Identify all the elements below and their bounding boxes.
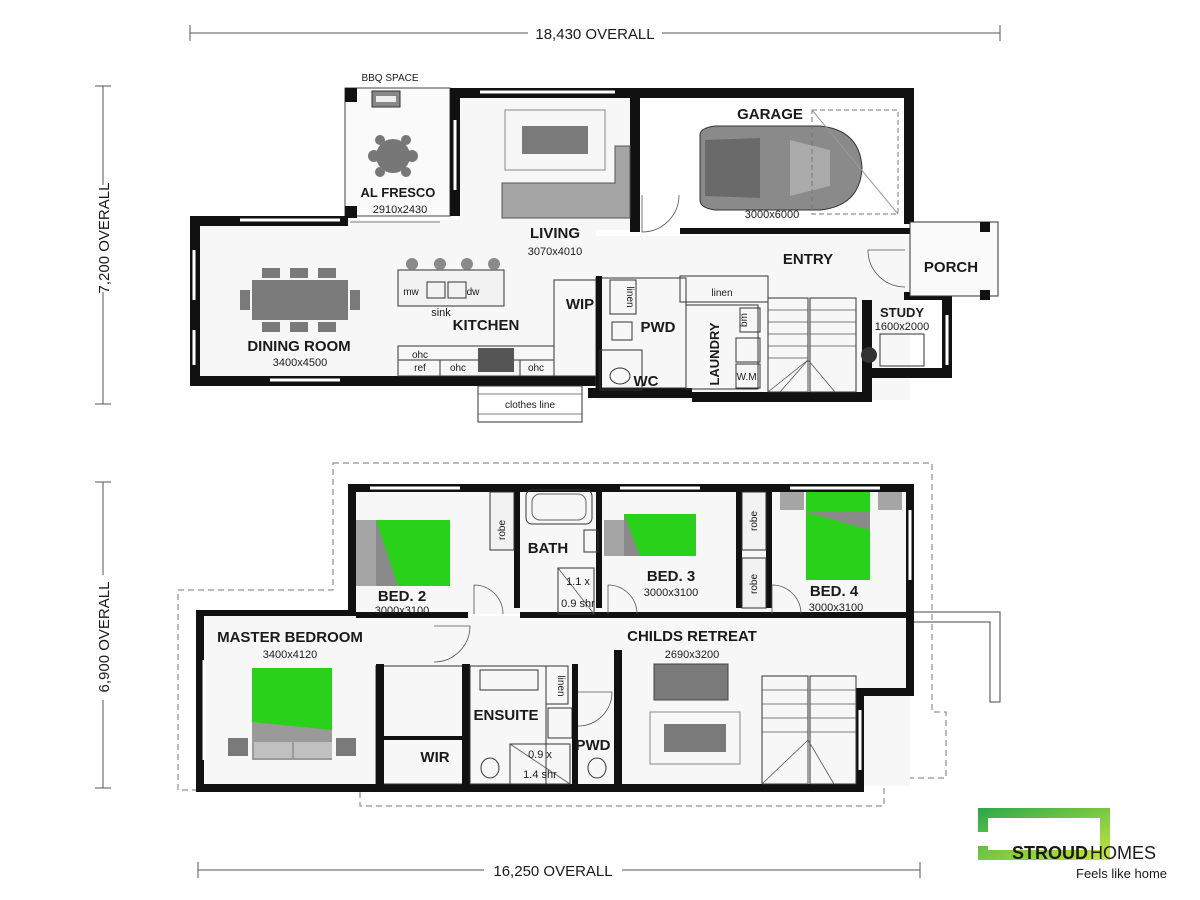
entry-label: ENTRY (783, 251, 833, 268)
linen-upper-label: linen (555, 675, 566, 696)
linen-label-1: linen (624, 286, 635, 307)
ground-stairs (767, 297, 857, 393)
living-label: LIVING (530, 225, 580, 242)
bed2-size: 3000x3100 (375, 605, 429, 617)
dining-label: DINING ROOM (247, 338, 350, 355)
study-label: STUDY (880, 305, 924, 320)
alfresco-label: AL FRESCO (361, 185, 436, 200)
wip-label: WIP (566, 296, 594, 313)
ensuite-label: ENSUITE (473, 707, 538, 724)
first-stairs (761, 675, 857, 785)
alfresco-size: 2910x2430 (373, 204, 427, 216)
pwd-upper-toilet-icon (587, 757, 607, 779)
retreat-table-icon (664, 724, 726, 752)
bath-shower-line1: 1.1 x (566, 576, 590, 588)
wm-label: W.M. (737, 372, 760, 383)
wc-label: WC (634, 373, 659, 390)
pwd-upper-label: PWD (576, 737, 611, 754)
bath-label: BATH (528, 540, 569, 557)
bath-area (525, 489, 599, 615)
kitchen-island-icon (397, 258, 505, 307)
bath-shower-line2: 0.9 shr (561, 598, 595, 610)
logo-brand-bold: STROUD (1012, 843, 1088, 863)
wir-label: WIR (420, 749, 449, 766)
bed4-bed-icon (780, 492, 902, 580)
ohc-label-1: ohc (412, 350, 428, 361)
stroud-homes-logo (978, 808, 1110, 860)
mw-label: mw (403, 287, 419, 298)
bed3-size: 3000x3100 (644, 587, 698, 599)
ensuite-shower-line1: 0.9 x (528, 749, 552, 761)
bed3-bed-icon (604, 514, 696, 556)
robe-label-3: robe (749, 574, 760, 594)
childs-retreat-size: 2690x3200 (665, 649, 719, 661)
retreat-sofa-icon (653, 663, 729, 701)
linen-label-2: linen (711, 288, 732, 299)
pwd-toilet-icon (609, 367, 631, 385)
bed4-size: 3000x3100 (809, 602, 863, 614)
bbq-space-label: BBQ SPACE (361, 73, 418, 84)
pwd-label: PWD (641, 319, 676, 336)
car-icon (699, 125, 863, 211)
garage-door-line (811, 109, 899, 215)
clothes-line-area (477, 385, 583, 423)
first-floor-plan (177, 462, 1001, 807)
childs-retreat-label: CHILDS RETREAT (627, 628, 757, 645)
bed3-label: BED. 3 (647, 568, 695, 585)
bed2-bed-icon (356, 520, 450, 586)
garage-size: 3000x6000 (745, 209, 799, 221)
ground-floor-plan (190, 87, 999, 423)
top-overall-dim: 18,430 OVERALL (535, 26, 654, 43)
cooktop-icon (478, 348, 514, 372)
ohc-label-3: ohc (528, 363, 544, 374)
living-size: 3070x4010 (528, 246, 582, 258)
laundry-label: LAUNDRY (707, 322, 722, 385)
logo-brand-light: HOMES (1090, 843, 1156, 863)
master-size: 3400x4120 (263, 649, 317, 661)
study-size: 1600x2000 (875, 321, 929, 333)
master-label: MASTER BEDROOM (217, 629, 363, 646)
porch-label: PORCH (924, 259, 978, 276)
dining-size: 3400x4500 (273, 357, 327, 369)
coffee-table-icon (522, 126, 588, 154)
dw-label: dw (467, 287, 481, 298)
porch-area (909, 221, 999, 297)
dining-table-icon (240, 268, 360, 332)
retreat-rug-icon (649, 711, 741, 765)
bed2-label: BED. 2 (378, 588, 426, 605)
robe-label-1: robe (497, 520, 508, 540)
logo-tagline: Feels like home (1076, 866, 1167, 881)
clothes-line-label: clothes line (505, 400, 555, 411)
outdoor-table-icon (368, 135, 418, 177)
sink-label: sink (431, 307, 451, 319)
robe-label-2: robe (749, 511, 760, 531)
kitchen-label: KITCHEN (453, 317, 520, 334)
ensuite-shower-line2: 1.4 shr (523, 769, 557, 781)
rug-icon (504, 109, 606, 171)
left-lower-overall-dim: 6,900 OVERALL (96, 582, 113, 693)
plant-icon (861, 347, 877, 363)
ref-label: ref (414, 363, 426, 374)
sofa-icon (501, 145, 631, 219)
dimension-lines (95, 25, 1001, 878)
left-upper-overall-dim: 7,200 OVERALL (96, 183, 113, 294)
bm-label: bm (739, 313, 750, 327)
ohc-label-2: ohc (450, 363, 466, 374)
ensuite-toilet-icon (480, 757, 500, 779)
bed4-label: BED. 4 (810, 583, 859, 600)
master-bed-icon (228, 668, 356, 760)
study-desk-icon (879, 333, 925, 367)
bottom-overall-dim: 16,250 OVERALL (493, 863, 612, 880)
garage-label: GARAGE (737, 106, 803, 123)
